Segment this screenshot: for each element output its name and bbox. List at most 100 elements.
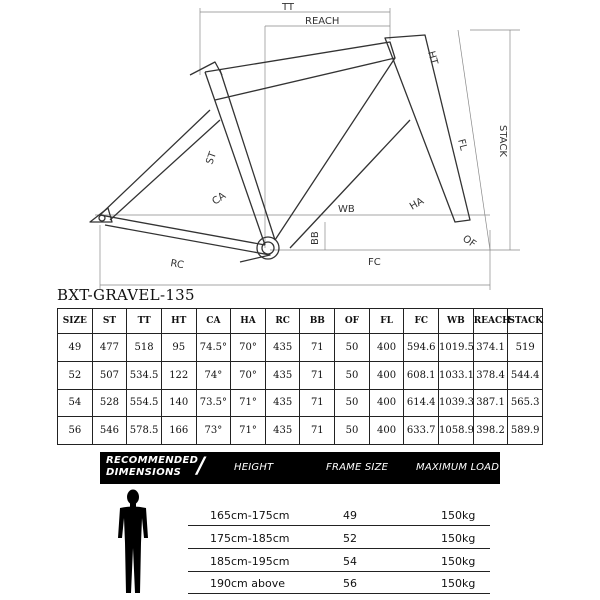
model-title: BXT-GRAVEL-135 (57, 286, 195, 304)
table-row: 54 528 554.5 140 73.5° 71° 435 71 50 400… (57, 388, 543, 418)
max-load: 150kg (441, 532, 476, 545)
cell: 435 (264, 333, 301, 362)
cell: 71° (230, 388, 266, 418)
cell: 578.5 (126, 416, 162, 445)
label-st: ST (204, 150, 219, 166)
cell: 633.7 (403, 416, 440, 445)
slash-divider: / (197, 454, 206, 479)
label-wb: WB (338, 204, 355, 215)
cell: 589.9 (507, 416, 543, 445)
header-cell: SIZE (57, 307, 93, 335)
rider-silhouette-icon (118, 489, 148, 593)
cell: 398.2 (472, 416, 509, 445)
header-cell: FC (403, 307, 440, 335)
cell: 54 (57, 388, 93, 418)
cell: 387.1 (472, 388, 509, 418)
height-column-header: HEIGHT (234, 462, 274, 473)
cell: 435 (264, 416, 301, 445)
cell: 518 (126, 333, 162, 362)
recommended-row: 175cm-185cm 52 150kg (188, 530, 490, 549)
cell: 74° (195, 361, 232, 390)
cell: 528 (91, 388, 128, 418)
header-cell: FL (368, 307, 405, 335)
cell: 400 (368, 416, 405, 445)
frame-size: 56 (343, 577, 357, 590)
cell: 507 (91, 361, 128, 390)
cell: 435 (264, 388, 301, 418)
cell: 74.5° (195, 333, 232, 362)
table-row: 52 507 534.5 122 74° 70° 435 71 50 400 6… (57, 361, 543, 390)
header-cell: TT (126, 307, 162, 335)
recommended-row: 190cm above 56 150kg (188, 575, 490, 594)
cell: 544.4 (507, 361, 543, 390)
recommended-title-line2: DIMENSIONS (106, 467, 182, 478)
frame-size-column-header: FRAME SIZE (326, 462, 389, 473)
cell: 71 (299, 333, 336, 362)
cell: 594.6 (403, 333, 440, 362)
recommended-title-line1: RECOMMENDED (106, 455, 199, 466)
cell: 166 (160, 416, 197, 445)
label-ht: HT (425, 50, 439, 67)
cell: 71° (230, 416, 266, 445)
height-range: 175cm-185cm (210, 532, 290, 545)
cell: 477 (91, 333, 128, 362)
cell: 608.1 (403, 361, 440, 390)
cell: 1058.9 (438, 416, 474, 445)
cell: 95 (160, 333, 197, 362)
cell: 400 (368, 361, 405, 390)
label-ca: CA (210, 190, 228, 207)
recommended-row: 185cm-195cm 54 150kg (188, 553, 490, 572)
max-load: 150kg (441, 509, 476, 522)
label-stack: STACK (497, 125, 508, 157)
max-load: 150kg (441, 555, 476, 568)
height-range: 185cm-195cm (210, 555, 290, 568)
cell: 52 (57, 361, 93, 390)
cell: 70° (230, 361, 266, 390)
header-cell: ST (91, 307, 128, 335)
header-cell: CA (195, 307, 232, 335)
label-reach: REACH (305, 16, 339, 27)
label-tt: TT (281, 2, 295, 13)
frame-size: 49 (343, 509, 357, 522)
cell: 49 (57, 333, 93, 362)
label-rc: RC (169, 258, 184, 271)
max-load-column-header: MAXIMUM LOAD (416, 462, 500, 473)
cell: 374.1 (472, 333, 509, 362)
cell: 1033.1 (438, 361, 474, 390)
frame-size: 54 (343, 555, 357, 568)
header-cell: BB (299, 307, 336, 335)
table-row: 56 546 578.5 166 73° 71° 435 71 50 400 6… (57, 416, 543, 445)
cell: 1039.3 (438, 388, 474, 418)
cell: 73° (195, 416, 232, 445)
cell: 71 (299, 388, 336, 418)
cell: 50 (334, 361, 370, 390)
header-cell: STACK (507, 307, 543, 335)
cell: 50 (334, 333, 370, 362)
cell: 400 (368, 388, 405, 418)
height-range: 190cm above (210, 577, 285, 590)
recommended-title: RECOMMENDED DIMENSIONS (106, 455, 198, 479)
geometry-header-row: SIZE ST TT HT CA HA RC BB OF FL FC WB RE… (57, 307, 543, 335)
label-fc: FC (368, 257, 381, 268)
cell: 534.5 (126, 361, 162, 390)
header-cell: HT (160, 307, 197, 335)
cell: 554.5 (126, 388, 162, 418)
header-cell: OF (334, 307, 370, 335)
cell: 50 (334, 416, 370, 445)
frame-size: 52 (343, 532, 357, 545)
label-of: OF (460, 233, 478, 250)
cell: 73.5° (195, 388, 232, 418)
cell: 614.4 (403, 388, 440, 418)
header-cell: WB (438, 307, 474, 335)
table-row: 49 477 518 95 74.5° 70° 435 71 50 400 59… (57, 333, 543, 362)
cell: 519 (507, 333, 543, 362)
recommended-dimensions-header: RECOMMENDED DIMENSIONS / HEIGHT FRAME SI… (100, 452, 500, 484)
cell: 50 (334, 388, 370, 418)
cell: 435 (264, 361, 301, 390)
cell: 122 (160, 361, 197, 390)
cell: 1019.5 (438, 333, 474, 362)
frame-geometry-diagram: TT REACH HT STACK FL ST CA HA WB BB OF R… (89, 2, 520, 290)
header-cell: HA (230, 307, 266, 335)
cell: 56 (57, 416, 93, 445)
label-ha: HA (408, 196, 426, 213)
